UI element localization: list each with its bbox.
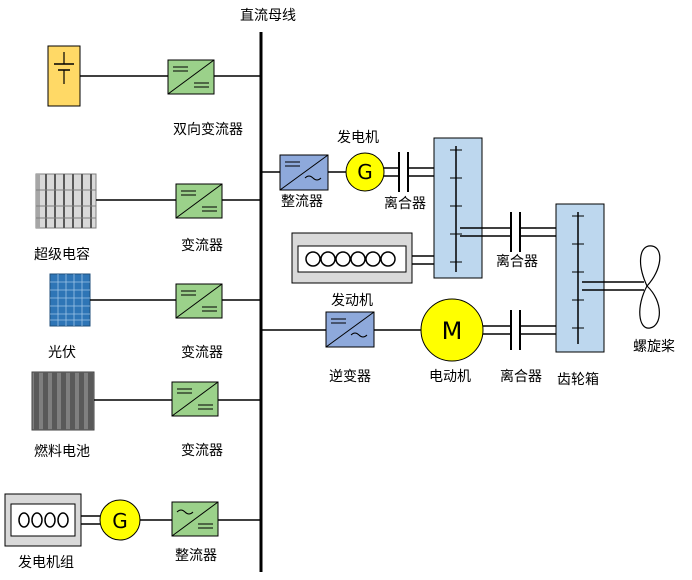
top-generator-label: 发电机 <box>337 130 379 146</box>
fuel-cell-icon <box>31 371 95 431</box>
supercapacitor-label: 超级电容 <box>34 246 90 263</box>
inverter-label: 逆变器 <box>329 369 371 385</box>
top-clutch-label: 离合器 <box>384 195 426 212</box>
gearbox-label: 齿轮箱 <box>557 372 599 388</box>
genset-label: 发电机组 <box>18 555 74 571</box>
bidirectional-converter-icon <box>167 59 215 95</box>
top-generator-letter: G <box>357 160 373 184</box>
battery-icon <box>47 45 81 107</box>
pv-panel-icon <box>49 273 91 327</box>
inverter-icon <box>325 311 375 348</box>
mid-clutch-label: 离合器 <box>496 253 538 270</box>
bidirectional-converter-label: 双向变流器 <box>173 122 243 138</box>
top-clutch-icon <box>398 152 409 192</box>
fuel-cell-converter-label: 变流器 <box>181 443 223 459</box>
pv-label: 光伏 <box>48 345 76 361</box>
motor-label: 电动机 <box>429 369 471 385</box>
top-rectifier-icon <box>279 154 329 191</box>
supercapacitor-icon <box>35 173 97 229</box>
motor-clutch-icon <box>510 310 521 350</box>
pv-converter-label: 变流器 <box>181 345 223 361</box>
propeller-icon <box>639 245 661 329</box>
engine-label: 发动机 <box>331 293 373 309</box>
motor-icon <box>420 298 484 362</box>
motor-letter: M <box>442 317 463 345</box>
fuel-cell-converter-icon <box>171 381 219 417</box>
fuel-cell-label: 燃料电池 <box>34 443 90 460</box>
supercapacitor-converter-label: 变流器 <box>181 238 223 254</box>
engine-icon <box>291 232 413 284</box>
pv-converter-icon <box>175 283 223 319</box>
genset-rectifier-icon <box>171 501 219 537</box>
main-gearbox-icon <box>555 203 605 353</box>
propeller-label: 螺旋桨 <box>633 338 675 355</box>
top-generator-icon <box>345 152 385 192</box>
genset-generator-letter: G <box>112 509 128 533</box>
motor-clutch-label: 离合器 <box>500 368 542 385</box>
mid-clutch-icon <box>510 212 521 252</box>
supercapacitor-converter-icon <box>175 183 223 219</box>
upper-gearbox-icon <box>433 137 483 279</box>
top-rectifier-label: 整流器 <box>281 194 323 210</box>
dc-bus-title: 直流母线 <box>240 7 296 24</box>
genset-rectifier-label: 整流器 <box>175 548 217 564</box>
genset-engine-icon <box>4 493 82 547</box>
